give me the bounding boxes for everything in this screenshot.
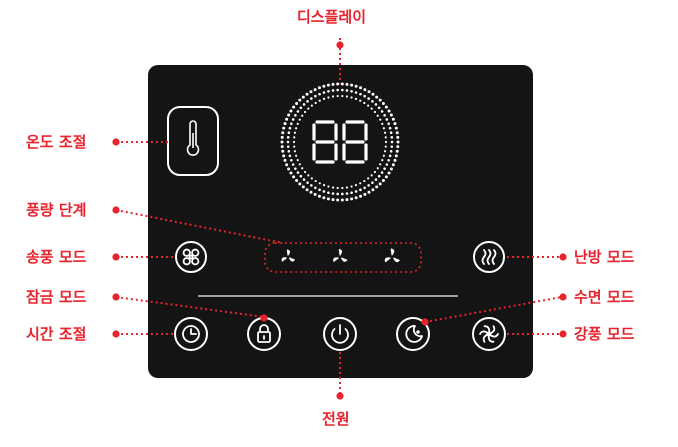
label-fan-speed-level: 풍량 단계 — [26, 201, 87, 219]
clock-icon — [182, 325, 200, 343]
timer-button[interactable] — [174, 317, 208, 351]
label-strong-wind-mode: 강풍 모드 — [574, 325, 635, 343]
display-ring — [280, 82, 400, 202]
label-temperature-control: 온도 조절 — [26, 133, 87, 151]
leader-dot — [559, 330, 567, 338]
strong-wind-button[interactable] — [472, 317, 506, 351]
leader-dot — [260, 314, 268, 322]
leader-dot — [112, 330, 120, 338]
leader-dot — [112, 206, 120, 214]
leader-dot — [336, 392, 344, 400]
fan-mode-button[interactable] — [175, 241, 207, 273]
leader-dot — [421, 318, 429, 326]
label-power: 전원 — [322, 410, 350, 428]
fan-speed-indicator-group — [264, 242, 422, 273]
label-sleep-mode: 수면 모드 — [574, 288, 635, 306]
thermometer-icon — [186, 120, 200, 156]
leader-sleep — [424, 296, 563, 323]
leader-dot — [112, 253, 120, 261]
leader-fan-speed — [115, 209, 284, 244]
leader-dot — [112, 293, 120, 301]
label-display: 디스플레이 — [297, 8, 367, 26]
leader-dot — [336, 41, 344, 49]
leader-dot — [559, 253, 567, 261]
heat-waves-icon — [481, 249, 497, 265]
leader-dot — [112, 138, 120, 146]
fan-speed-icon — [281, 249, 295, 262]
control-panel — [148, 65, 533, 378]
heating-mode-button[interactable] — [473, 241, 505, 273]
lock-icon — [257, 324, 271, 343]
label-lock-mode: 잠금 모드 — [26, 288, 87, 306]
fan-mode-icon — [182, 248, 200, 266]
fan-speed-icon — [384, 248, 400, 263]
leader-dot — [559, 293, 567, 301]
sleep-button[interactable] — [396, 317, 430, 351]
power-icon — [331, 324, 349, 344]
strong-wind-icon — [479, 325, 499, 343]
fan-speed-icon — [333, 249, 348, 262]
power-button[interactable] — [323, 317, 357, 351]
moon-icon — [405, 325, 423, 343]
display-digits — [312, 120, 368, 164]
label-heating-mode: 난방 모드 — [574, 248, 635, 266]
label-fan-mode: 송풍 모드 — [26, 248, 87, 266]
label-timer-control: 시간 조절 — [26, 325, 87, 343]
